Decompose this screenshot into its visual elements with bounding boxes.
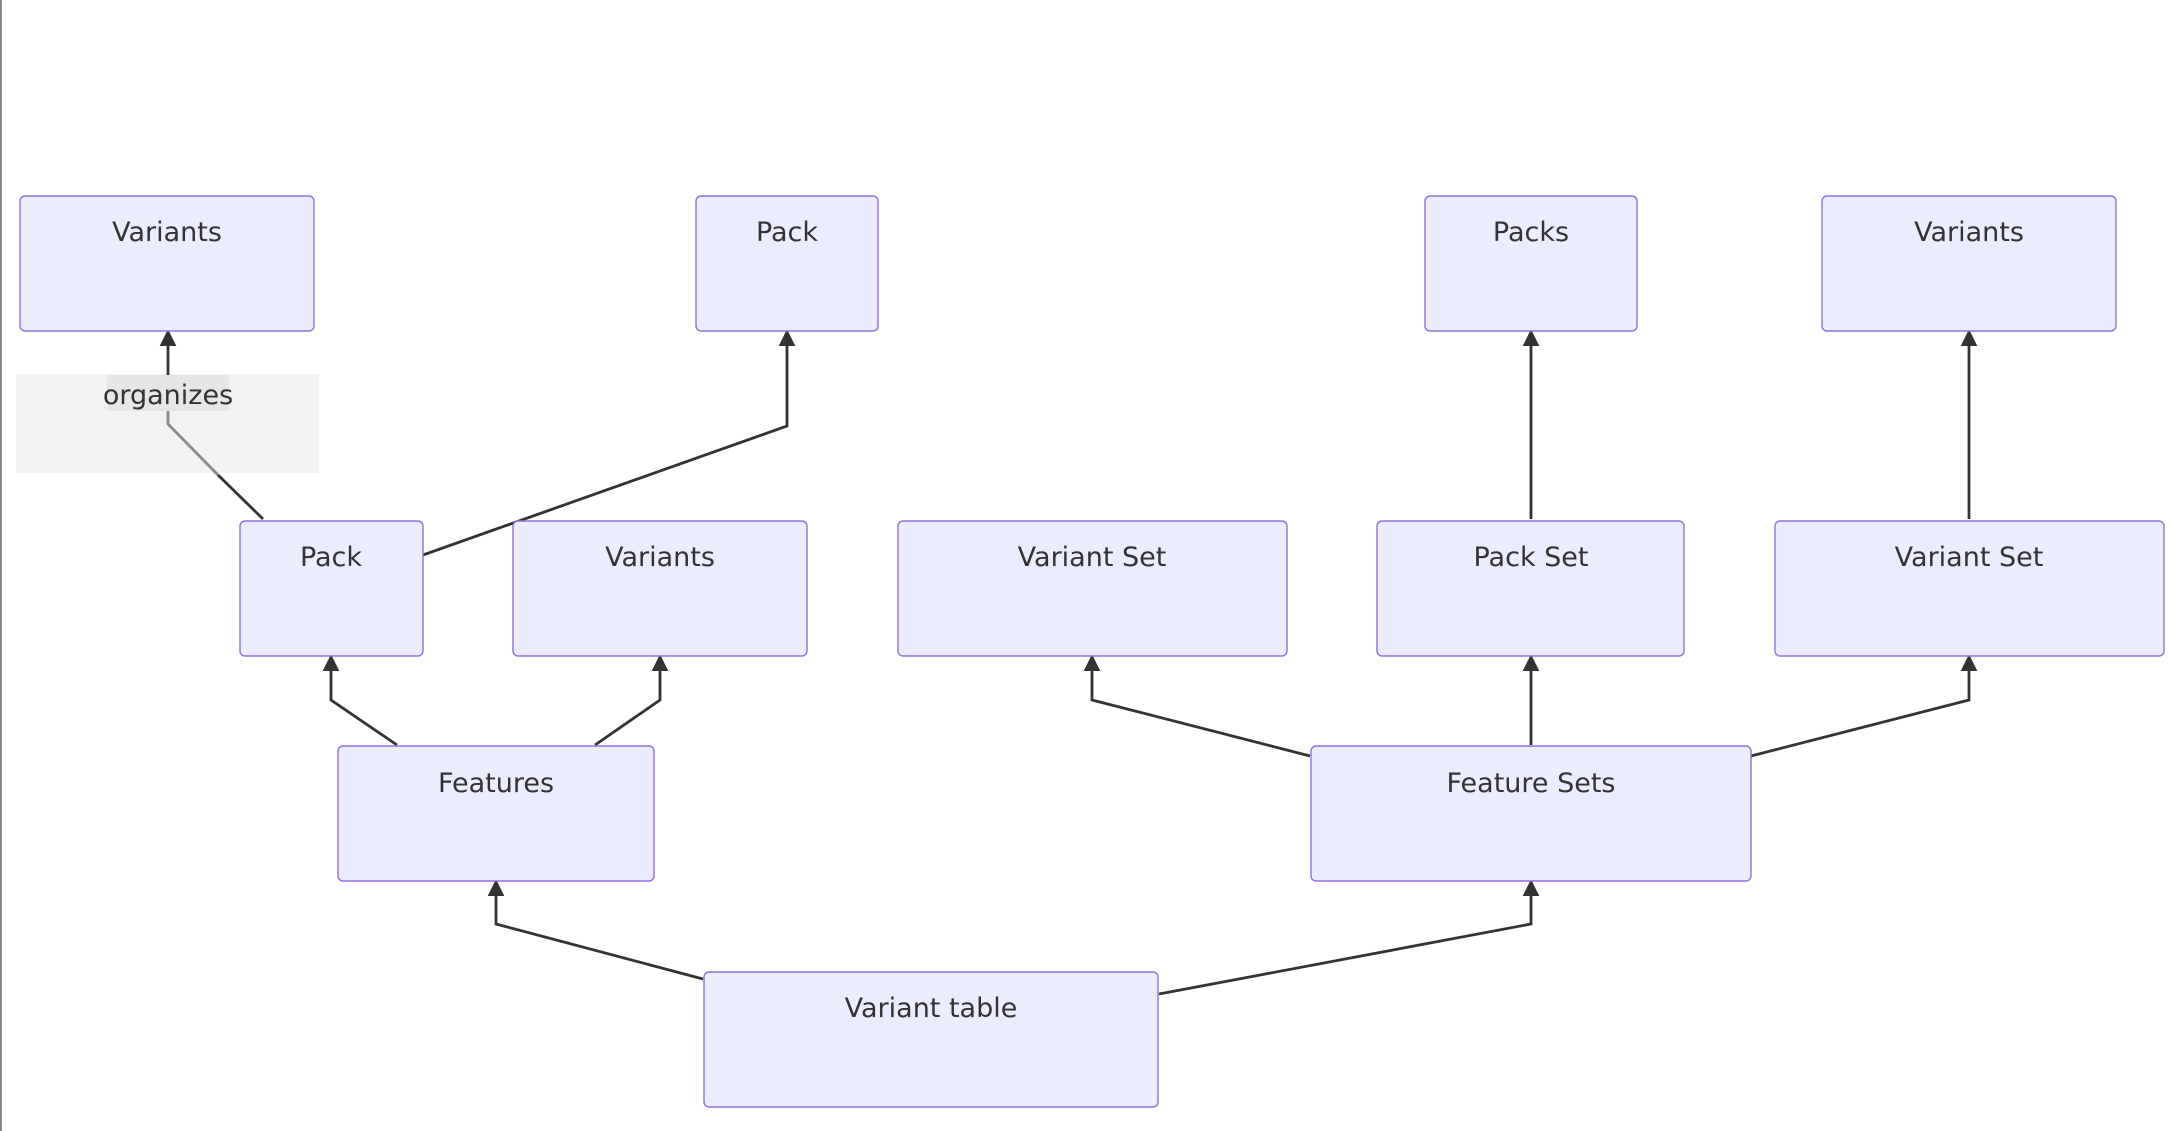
node-label: Variant Set (1018, 542, 1167, 573)
node-packs-top[interactable]: Packs (1424, 195, 1638, 332)
node-variants-top-left[interactable]: Variants (19, 195, 315, 332)
edge-label-segment (166, 410, 219, 476)
node-label: Pack (300, 542, 362, 573)
node-label: Variants (112, 217, 222, 248)
edge-pack-to-pack-top (422, 329, 796, 557)
edges (159, 329, 1978, 996)
node-variant-set-2[interactable]: Variant Set (1774, 520, 2165, 657)
edge-feature-sets-to-variant-set-1 (1083, 654, 1311, 758)
node-pack-top[interactable]: Pack (695, 195, 879, 332)
edge-variant-table-to-features (487, 879, 704, 981)
edge-label-background (107, 375, 229, 411)
node-label: Packs (1493, 217, 1569, 248)
node-feature-sets[interactable]: Feature Sets (1310, 745, 1752, 882)
node-label: Pack Set (1473, 542, 1588, 573)
node-label: Variant Set (1895, 542, 2044, 573)
node-features[interactable]: Features (337, 745, 655, 882)
node-variant-set-1[interactable]: Variant Set (897, 520, 1288, 657)
node-label: Variants (1914, 217, 2024, 248)
node-label: Pack (756, 217, 818, 248)
edge-label-text: organizes (103, 380, 233, 411)
edge-feature-sets-to-variant-set-2 (1750, 654, 1978, 758)
node-variant-table[interactable]: Variant table (703, 971, 1159, 1108)
node-label: Variant table (845, 993, 1018, 1024)
node-variants-mid[interactable]: Variants (512, 520, 808, 657)
edge-label-organizes: organizes (103, 375, 233, 411)
edge-pack-to-label (217, 473, 264, 521)
node-label: Feature Sets (1446, 768, 1615, 799)
node-pack[interactable]: Pack (239, 520, 424, 657)
node-pack-set[interactable]: Pack Set (1376, 520, 1685, 657)
edge-features-to-variants-mid (594, 654, 669, 747)
left-border (0, 0, 2, 1131)
node-label: Features (438, 768, 554, 799)
nodes: Variants Pack Packs Variants Pack Varian… (19, 195, 2165, 1108)
node-variants-top-right[interactable]: Variants (1821, 195, 2117, 332)
edge-features-to-pack (322, 654, 398, 747)
edge-variant-table-to-feature-sets (1158, 879, 1540, 996)
node-label: Variants (605, 542, 715, 573)
